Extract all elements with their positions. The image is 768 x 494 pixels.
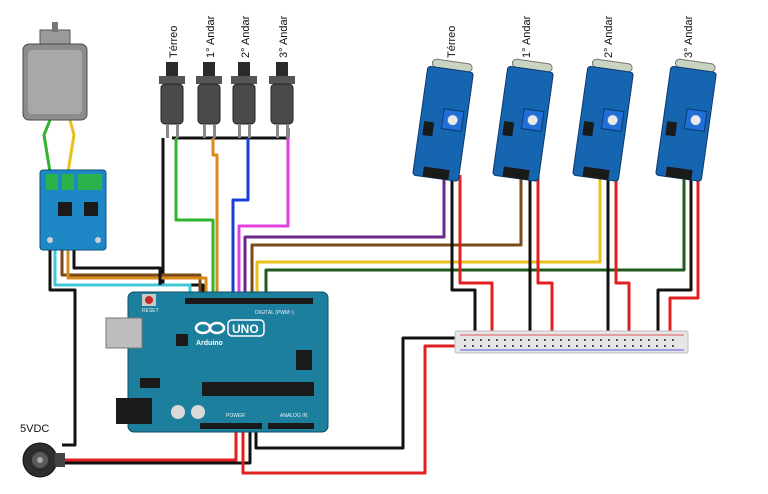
wire-sensor-1andar [250,175,523,300]
wire-sensor-terreo [243,175,446,300]
wire-s1-gnd [450,175,477,338]
sensor-2andar [572,58,634,182]
sensor-label: Térreo [446,26,458,58]
wire-s4-gnd [656,175,693,338]
sensor-label: 1° Andar [521,15,533,58]
wire-buttons-ground [172,128,290,140]
wire-btn-1andar [211,138,219,300]
sensor-label: 3° Andar [683,15,695,58]
wire-btn-3andar [237,138,290,300]
arduino-brand: Arduino [196,340,223,347]
wire-driver-black [72,248,162,285]
wire-btn-terreo [174,138,215,300]
power-jack: 5VDC [20,423,65,478]
wire-arduino-vcc [241,344,470,475]
dc-motor [22,22,88,121]
push-buttons: Térreo 1° Andar 2° Andar 3° Andar [159,15,295,138]
reset-label: RESET [142,308,159,314]
analog-header-label: ANALOG IN [280,413,308,419]
wire-btn-2andar [231,138,250,300]
button-label: 1° Andar [205,15,217,58]
button-2andar[interactable]: 2° Andar [231,15,257,138]
button-label: Térreo [168,26,180,58]
wire-s4-vcc [668,175,700,346]
wire-sensor-2andar [255,175,602,300]
wire-driver-brown [60,248,202,300]
button-label: 3° Andar [278,15,290,58]
wire-arduino-gnd [254,336,470,450]
arduino-uno-board: RESET DIGITAL (PWM~) UNO Arduino POWER A… [105,291,329,433]
wire-s2-vcc [536,175,554,346]
power-header-label: POWER [226,413,245,419]
wire-jack-vcc [58,425,238,462]
motor-driver-module [39,169,107,251]
button-terreo[interactable]: Térreo [159,26,185,138]
sensor-1andar [492,58,554,182]
sensor-label: 2° Andar [603,15,615,58]
uno-label: UNO [232,322,259,336]
wire-jack-gnd2 [62,425,252,465]
power-label: 5VDC [20,423,49,435]
digital-label: DIGITAL (PWM~) [255,310,294,316]
wire-jack-gnd [48,248,77,447]
wire-s1-vcc [458,175,494,346]
button-1andar[interactable]: 1° Andar [196,15,222,138]
wire-motor-green [42,119,52,173]
arduino-logo: UNO Arduino [194,319,265,347]
button-label: 2° Andar [240,15,252,58]
breadboard [454,330,689,354]
wire-s3-vcc [614,175,631,346]
wire-sensor-3andar [264,175,686,300]
sensor-modules: Térreo 1° Andar 2° Andar 3° A [412,15,717,182]
sensor-terreo [412,58,474,182]
sensor-3andar [655,58,717,182]
wire-motor-yellow [66,119,76,173]
wire-driver-orange [66,248,208,300]
button-3andar[interactable]: 3° Andar [269,15,295,138]
